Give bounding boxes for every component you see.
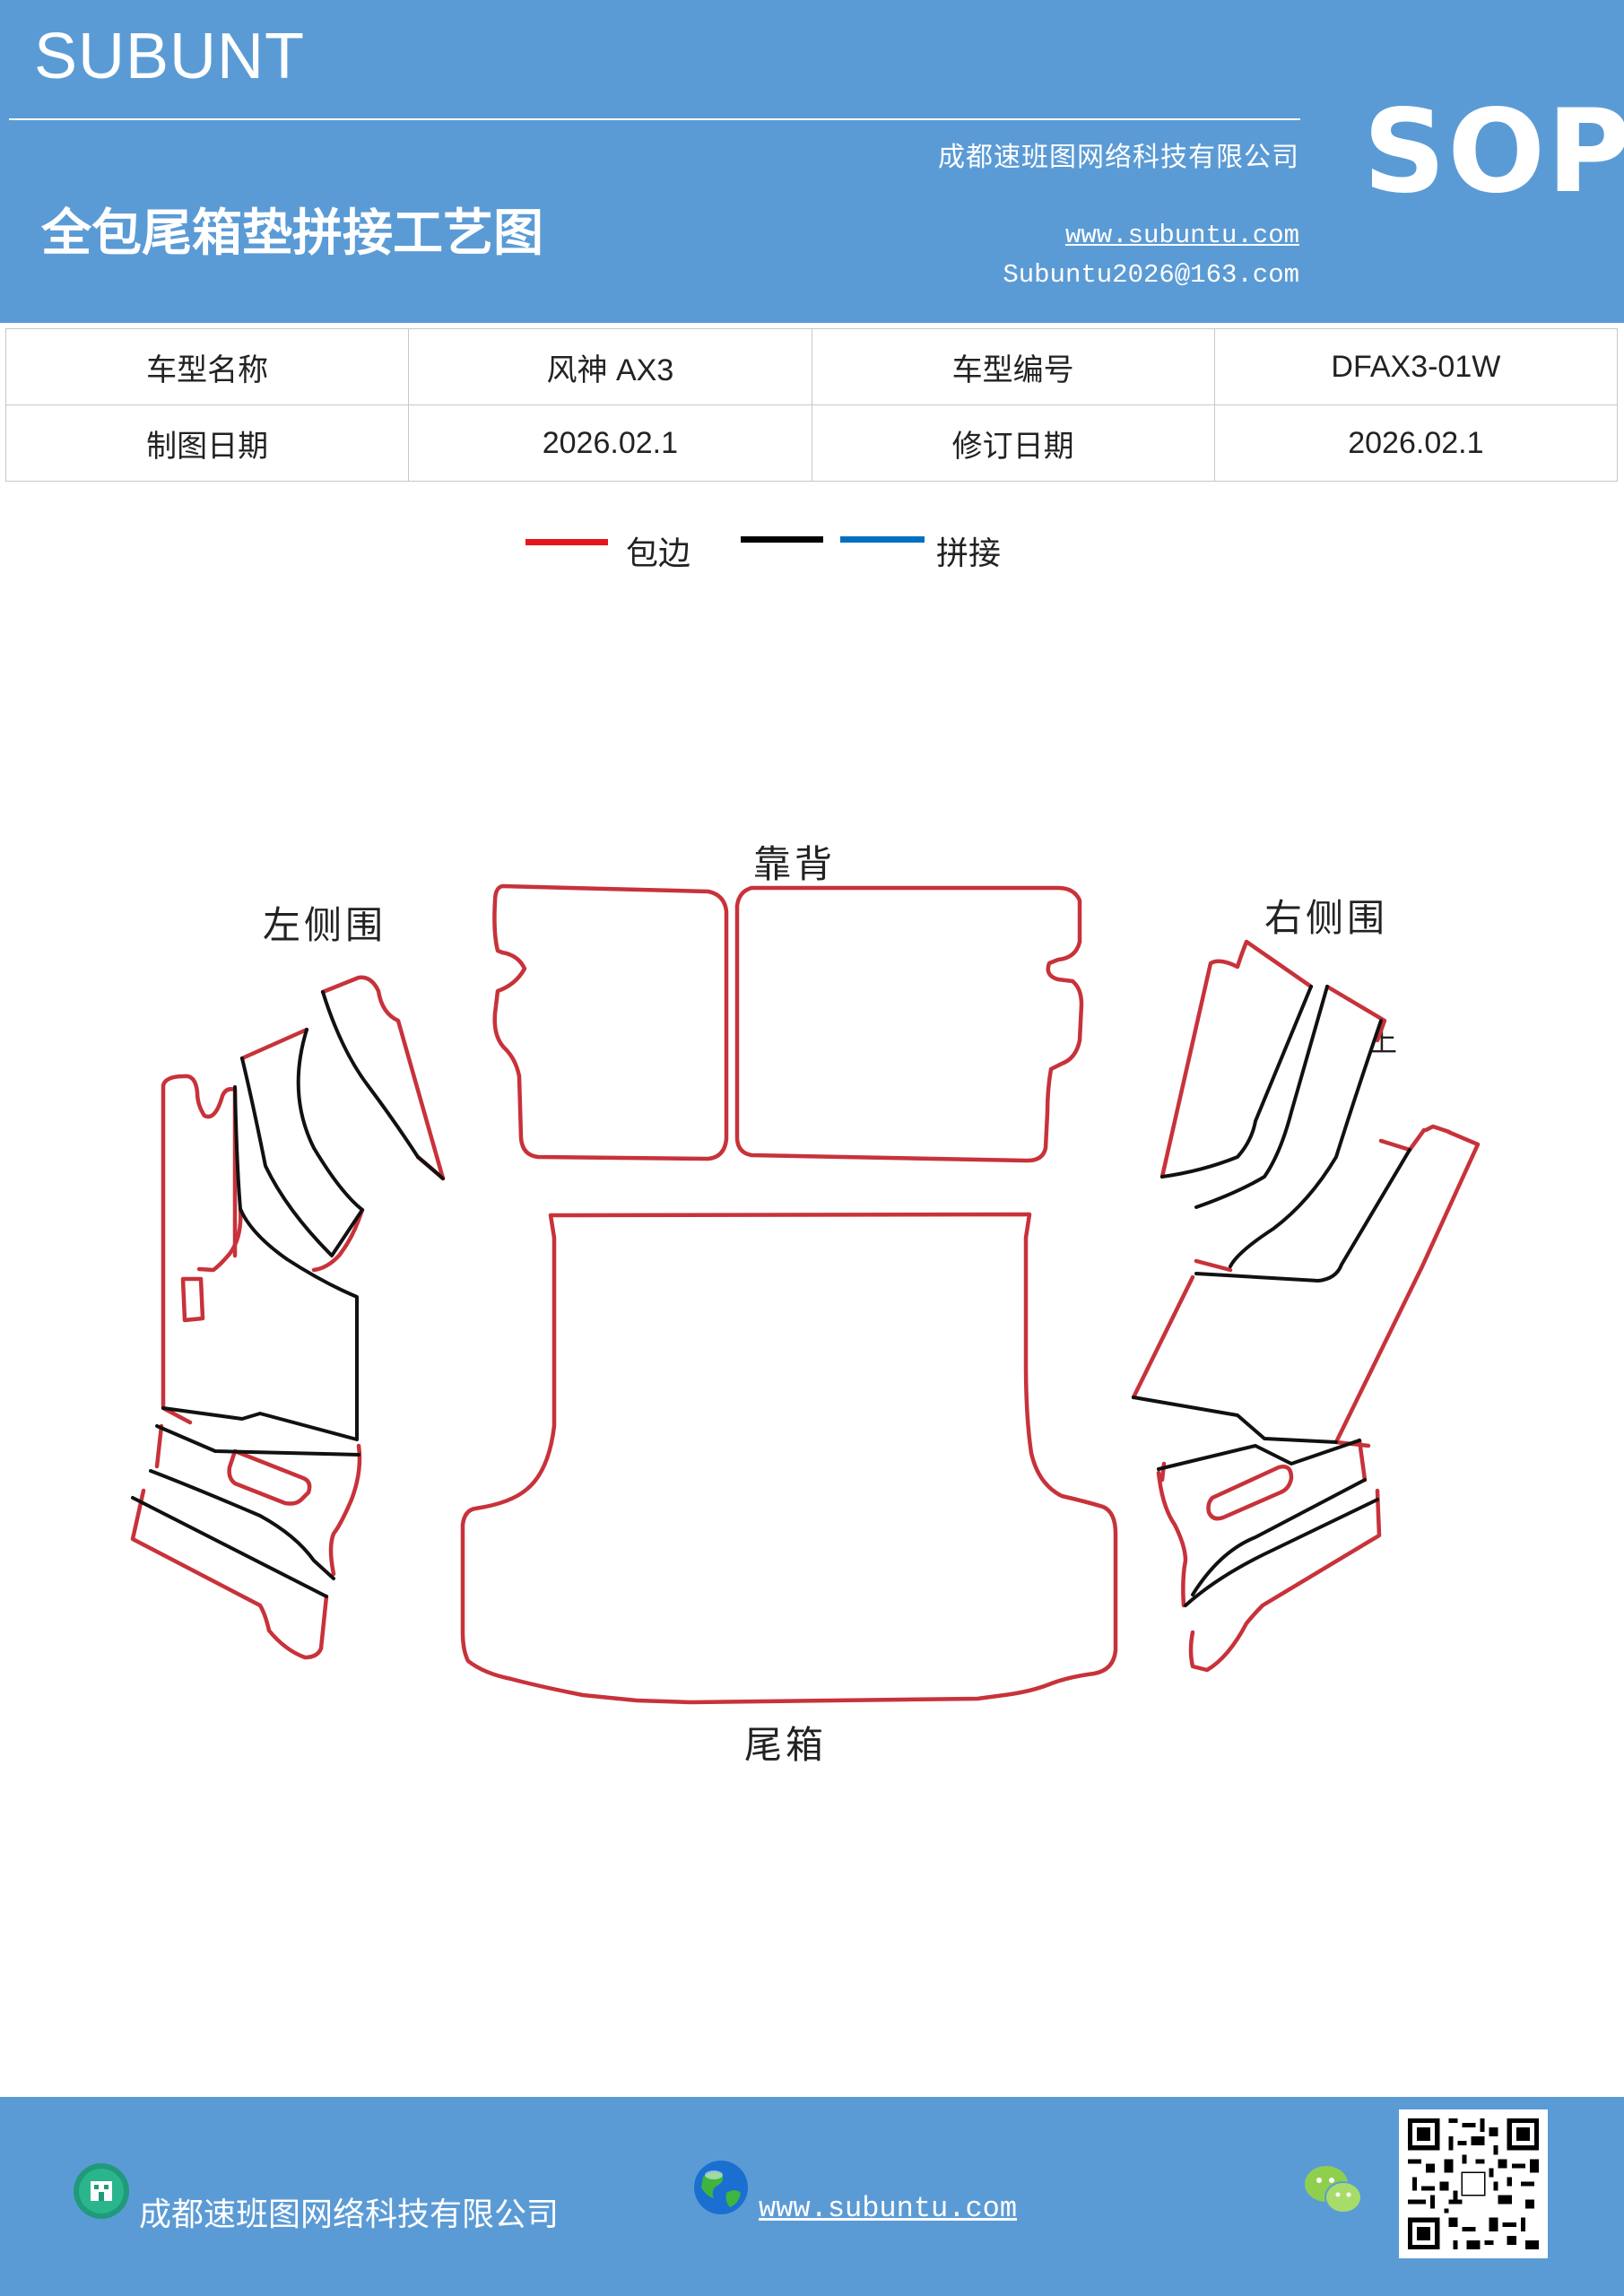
table-cell: 2026.02.1 xyxy=(408,404,812,482)
right-side-upper-edge xyxy=(1131,939,1481,1448)
right-side-lower-cutout xyxy=(1206,1465,1294,1521)
table-cell: 风神 AX3 xyxy=(408,328,812,405)
right-side-seam xyxy=(1194,1148,1411,1283)
label-trunk: 尾箱 xyxy=(744,1723,828,1767)
header-email: Subuntu2026@163.com xyxy=(1003,260,1299,290)
right-side-outer-edge xyxy=(1156,1124,1452,1673)
header-website-link[interactable]: www.subuntu.com xyxy=(1064,221,1299,250)
right-side-seam xyxy=(1132,1396,1338,1444)
label-backrest: 靠背 xyxy=(753,842,837,886)
brand-name: SUBUNT xyxy=(34,21,306,92)
right-side-seam xyxy=(1157,1439,1361,1471)
table-cell: 修订日期 xyxy=(811,404,1215,482)
backrest-left-panel xyxy=(492,883,729,1161)
header-banner xyxy=(0,0,1624,323)
company-building-icon xyxy=(74,2163,129,2219)
label-left-side: 左侧围 xyxy=(263,903,387,947)
left-side-lower-cutout xyxy=(227,1448,312,1506)
trunk-floor-panel xyxy=(460,1212,1118,1705)
table-cell: 车型编号 xyxy=(811,328,1215,405)
left-side-seam xyxy=(321,990,445,1180)
left-side-seam xyxy=(131,1424,360,1598)
left-side-seam xyxy=(161,1085,359,1441)
table-row: 车型名称 风神 AX3 车型编号 DFAX3-01W xyxy=(4,328,1619,405)
header-company: 成都速班图网络科技有限公司 xyxy=(938,142,1299,173)
legend-label: 拼接 xyxy=(936,535,1002,572)
left-side-upper-edge xyxy=(196,975,446,1273)
document-title: 全包尾箱垫拼接工艺图 xyxy=(41,204,543,263)
vehicle-info-table: 车型名称 风神 AX3 车型编号 DFAX3-01W 制图日期 2026.02.… xyxy=(4,328,1619,482)
footer-company: 成都速班图网络科技有限公司 xyxy=(139,2196,560,2233)
legend-label: 包边 xyxy=(626,535,691,572)
table-cell: 制图日期 xyxy=(4,404,410,482)
qr-code xyxy=(1399,2109,1548,2258)
right-side-seam xyxy=(1184,1478,1379,1607)
left-side-seam xyxy=(240,1028,364,1257)
wechat-icon xyxy=(1305,2166,1362,2213)
globe-icon xyxy=(694,2161,748,2214)
sop-badge: SOP xyxy=(1363,85,1624,219)
legend-line-blue xyxy=(840,536,925,543)
legend-line-black xyxy=(741,536,823,543)
table-cell: DFAX3-01W xyxy=(1213,328,1619,405)
backrest-right-panel xyxy=(734,885,1084,1163)
right-side-seam xyxy=(1160,985,1313,1178)
header-divider xyxy=(9,118,1300,120)
table-row: 制图日期 2026.02.1 修订日期 2026.02.1 xyxy=(4,404,1619,482)
legend-line-red xyxy=(525,539,608,545)
footer-website-link[interactable]: www.subuntu.com xyxy=(759,2192,1018,2225)
right-side-seam xyxy=(1229,1019,1383,1268)
left-side-cutout-slot xyxy=(180,1276,205,1323)
table-cell: 车型名称 xyxy=(4,328,410,405)
label-right-side: 右侧围 xyxy=(1264,896,1389,940)
trunk-mat-pattern-drawing xyxy=(130,883,1481,1705)
table-cell: 2026.02.1 xyxy=(1213,404,1619,482)
right-side-seam xyxy=(1194,985,1329,1209)
